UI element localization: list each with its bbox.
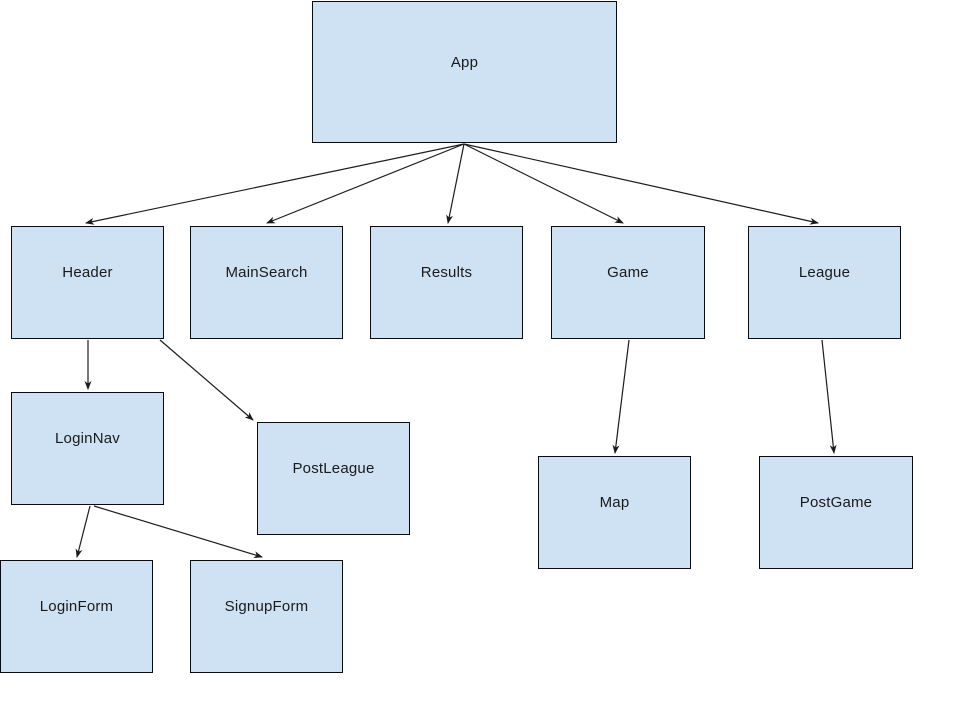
node-label-game: Game xyxy=(607,264,649,281)
edge-loginnav-to-signupform xyxy=(93,505,263,559)
edge-lines xyxy=(75,143,837,559)
node-label-map: Map xyxy=(599,494,630,511)
edge-game-to-map xyxy=(612,339,630,454)
edge-app-to-game xyxy=(463,143,624,224)
edge-app-to-results xyxy=(446,143,465,224)
edge-app-to-header xyxy=(85,143,465,225)
node-label-loginnav: LoginNav xyxy=(55,430,120,447)
edge-loginnav-to-loginform xyxy=(75,505,91,558)
node-header: Header xyxy=(11,226,164,339)
node-map: Map xyxy=(538,456,691,569)
node-loginnav: LoginNav xyxy=(11,392,164,505)
node-loginform: LoginForm xyxy=(0,560,153,673)
node-game: Game xyxy=(551,226,705,339)
node-label-results: Results xyxy=(420,264,473,281)
node-label-postleague: PostLeague xyxy=(292,460,375,477)
node-results: Results xyxy=(370,226,523,339)
node-label-loginform: LoginForm xyxy=(39,598,114,615)
node-app: App xyxy=(312,1,617,143)
node-label-league: League xyxy=(798,264,851,281)
node-label-header: Header xyxy=(62,264,113,281)
node-signupform: SignupForm xyxy=(190,560,343,673)
node-label-mainsearch: MainSearch xyxy=(225,264,308,281)
edge-header-to-postleague xyxy=(159,339,254,421)
edge-league-to-postgame xyxy=(821,339,837,454)
node-label-app: App xyxy=(450,53,479,71)
edge-app-to-mainsearch xyxy=(266,143,465,224)
node-label-postgame: PostGame xyxy=(799,494,873,511)
node-league: League xyxy=(748,226,901,339)
node-postgame: PostGame xyxy=(759,456,913,569)
edge-app-to-league xyxy=(463,143,819,225)
node-postleague: PostLeague xyxy=(257,422,410,535)
node-label-signupform: SignupForm xyxy=(224,598,309,615)
node-mainsearch: MainSearch xyxy=(190,226,343,339)
